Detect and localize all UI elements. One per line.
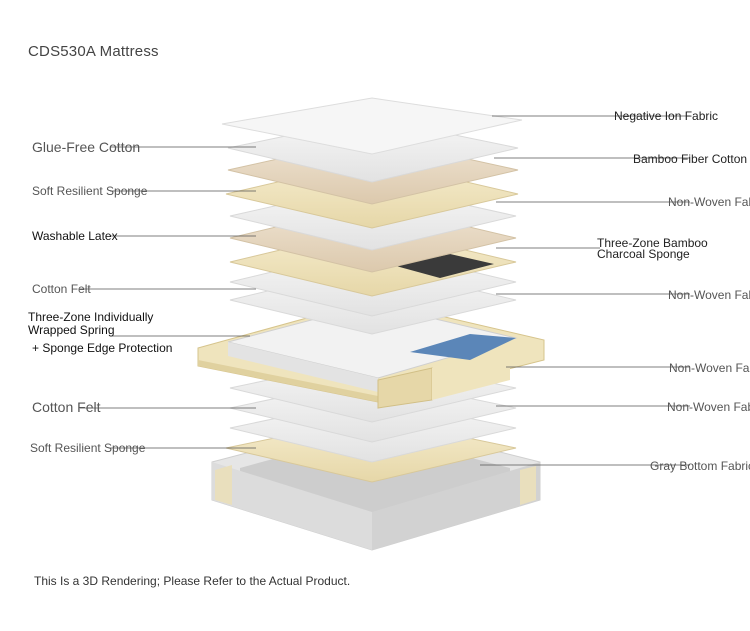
left-leader-lines [80,146,256,449]
label-bamboo-charcoal-line2: Charcoal Sponge [597,247,690,261]
label-gray-bottom-fabric: Gray Bottom Fabric [650,459,750,473]
label-cotton-felt-bottom: Cotton Felt [32,399,101,415]
right-leader-lines [480,115,690,466]
label-three-zone-spring-line1: Three-Zone Individually [28,310,154,324]
label-soft-resilient-sponge-bottom: Soft Resilient Sponge [30,441,146,455]
label-sponge-edge-protection: + Sponge Edge Protection [32,341,173,355]
label-cotton-felt-top: Cotton Felt [32,282,91,296]
page-title: CDS530A Mattress [28,43,159,60]
label-glue-free-cotton: Glue-Free Cotton [32,139,141,155]
label-washable-latex: Washable Latex [32,229,118,243]
label-non-woven-fabric-2: Non-Woven Fab [668,288,750,302]
label-bamboo-fiber-cotton: Bamboo Fiber Cotton [633,152,748,166]
label-soft-resilient-sponge-top: Soft Resilient Sponge [32,184,148,198]
rendering-disclaimer: This Is a 3D Rendering; Please Refer to … [34,574,351,588]
label-negative-ion-fabric: Negative Ion Fabric [614,109,719,123]
label-non-woven-fabric-4: Non-Woven Fab [667,400,750,414]
label-three-zone-spring-line2: Wrapped Spring [28,323,115,337]
layer-negative-ion-fabric [221,97,523,155]
label-non-woven-fabric-1: Non-Woven Fab [668,195,750,209]
label-bamboo-charcoal-line1: Three-Zone Bamboo [597,236,708,250]
label-non-woven-fabric-3: Non-Woven Fab [669,361,750,375]
